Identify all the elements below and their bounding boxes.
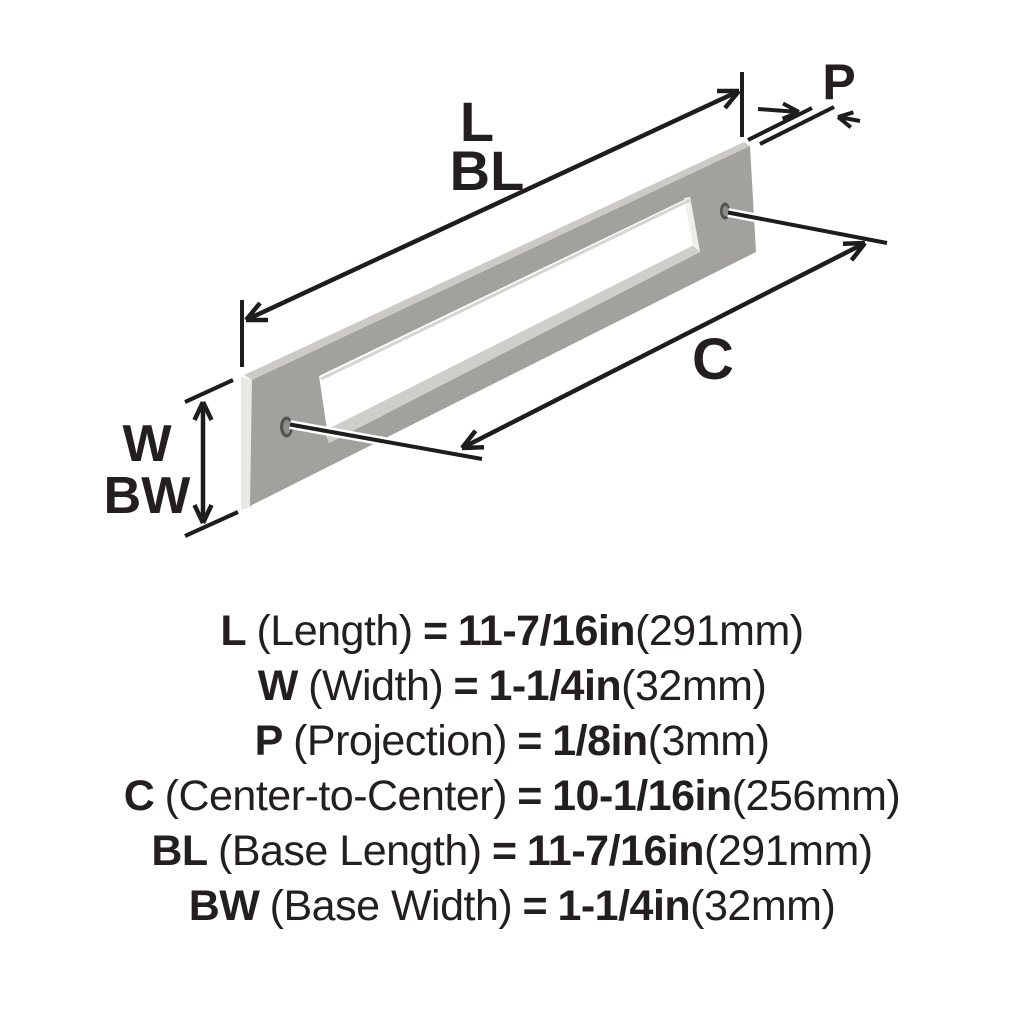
spec-abbr: C [123, 772, 155, 820]
spec-row-length: L(Length)=11-7/16in(291mm) [0, 604, 1024, 659]
spec-metric: (32mm) [621, 662, 767, 710]
spec-value: 1-1/4in [488, 662, 622, 710]
spec-abbr: P [254, 717, 284, 765]
dimension-lines [184, 72, 867, 538]
spec-value: 10-1/16in [552, 772, 732, 820]
cutout-bottom-ledge [324, 245, 700, 443]
label-base-width: BW [104, 467, 192, 525]
spec-abbr: BW [188, 882, 260, 930]
spec-equals: = [422, 607, 448, 655]
dim-ext-projection-outer [747, 106, 813, 142]
spec-name: (Base Length) [218, 827, 482, 875]
screw-hole-right-inner [722, 205, 729, 217]
spec-list: L(Length)=11-7/16in(291mm) W(Width)=1-1/… [0, 604, 1024, 934]
cutout-right-wall [684, 197, 700, 252]
dim-arrow-length-right [717, 88, 741, 110]
cutout-top-bevel [320, 198, 691, 381]
dim-line-center [460, 240, 867, 451]
spec-name: (Width) [308, 662, 444, 710]
spec-value: 1/8in [552, 717, 648, 765]
spec-metric: (32mm) [690, 882, 836, 930]
spec-equals: = [517, 717, 542, 765]
label-length: L [460, 90, 494, 153]
label-width: W [122, 415, 172, 473]
leader-lines [289, 208, 888, 464]
dim-tick-width-bottom [184, 510, 239, 538]
dim-arrow-length-left [244, 301, 268, 323]
handle-cutout [319, 197, 700, 443]
spec-metric: (256mm) [731, 772, 901, 820]
label-base-length: BL [450, 139, 525, 202]
dim-tick-width-top [184, 378, 234, 404]
spec-metric: (291mm) [635, 607, 804, 655]
handle-pull [241, 142, 756, 510]
spec-abbr: L [220, 607, 247, 655]
screw-hole-left-inner [283, 420, 291, 434]
spec-row-width: W(Width)=1-1/4in(32mm) [0, 659, 1024, 714]
dim-arrow-width-top [192, 401, 214, 421]
dim-arrow-width-bottom [192, 504, 214, 524]
spec-row-base-length: BL(Base Length)=11-7/16in(291mm) [0, 824, 1024, 879]
spec-equals: = [522, 882, 548, 930]
spec-abbr: W [257, 662, 299, 710]
spec-equals: = [517, 772, 542, 820]
dim-arrow-projection-left [757, 101, 800, 121]
leader-left [289, 422, 483, 461]
spec-value: 11-7/16in [457, 607, 636, 655]
dim-line-length [245, 88, 740, 323]
spec-row-base-width: BW(Base Width)=1-1/4in(32mm) [0, 879, 1024, 934]
spec-equals: = [491, 827, 517, 875]
spec-abbr: BL [151, 827, 208, 875]
spec-name: (Length) [256, 607, 413, 655]
plate-top-edge [244, 142, 750, 380]
spec-value: 1-1/4in [557, 882, 691, 930]
label-center-to-center: C [692, 327, 734, 392]
leader-right [727, 210, 888, 245]
spec-row-center-to-center: C(Center-to-Center)=10-1/16in(256mm) [0, 769, 1024, 824]
spec-name: (Center-to-Center) [164, 772, 508, 820]
spec-metric: (3mm) [647, 717, 770, 765]
dim-arrow-center-upper [842, 240, 867, 262]
dim-arrow-projection-right [836, 110, 861, 129]
dim-arrow-center-lower [460, 429, 485, 451]
dim-ext-projection-inner [759, 105, 835, 146]
spec-row-projection: P(Projection)=1/8in(3mm) [0, 714, 1024, 769]
spec-value: 11-7/16in [526, 827, 705, 875]
spec-equals: = [453, 662, 479, 710]
label-projection: P [822, 54, 855, 110]
spec-name: (Projection) [293, 717, 507, 765]
plate-left-edge [241, 377, 252, 510]
spec-name: (Base Width) [269, 882, 513, 930]
spec-metric: (291mm) [704, 827, 873, 875]
